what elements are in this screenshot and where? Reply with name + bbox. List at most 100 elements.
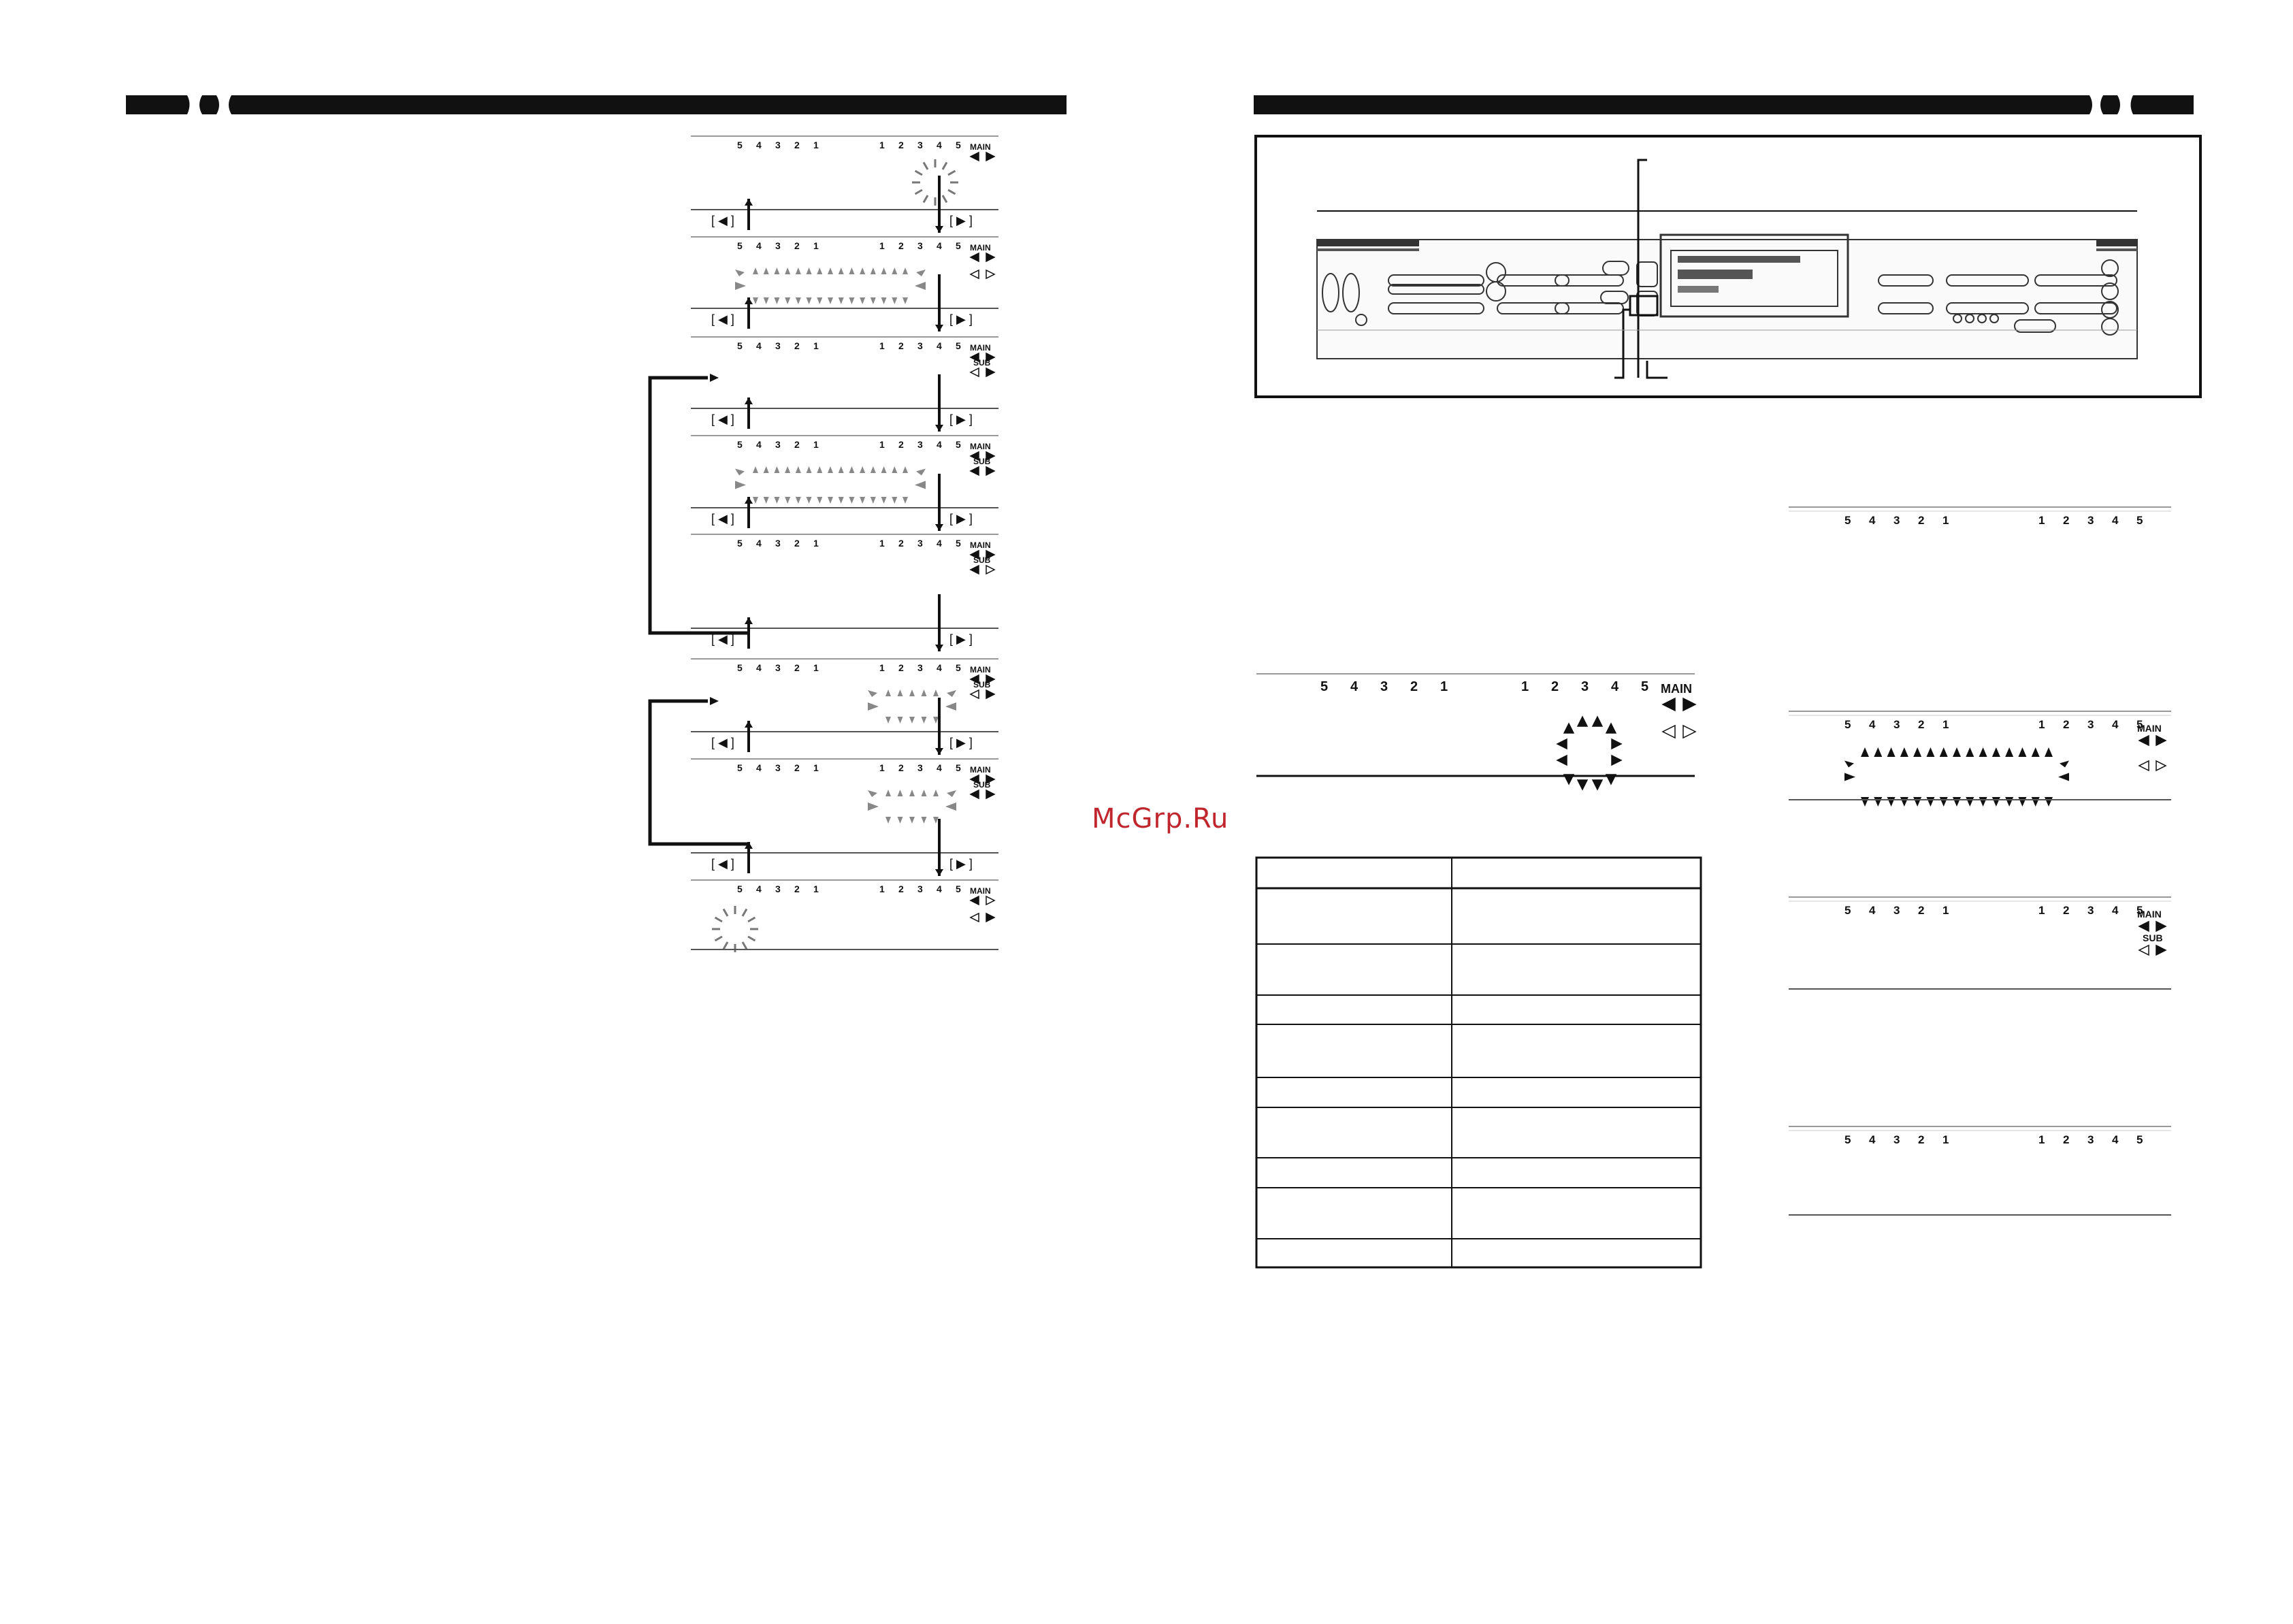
right-number: 4 xyxy=(1611,679,1619,694)
arrow-up-icon xyxy=(1563,722,1575,734)
flash-tick xyxy=(915,481,926,489)
right-number: 5 xyxy=(956,439,961,450)
flash-tick xyxy=(1979,797,1987,807)
flash-tick xyxy=(763,466,769,473)
flash-tick xyxy=(785,267,791,274)
flash-ray xyxy=(747,935,756,942)
left-number: 5 xyxy=(737,538,743,549)
flash-tick xyxy=(849,497,855,504)
arrow-right-icon xyxy=(986,689,996,700)
left-number: 2 xyxy=(1410,679,1418,694)
left-number: 5 xyxy=(737,439,743,450)
arrow-left-icon xyxy=(969,549,979,560)
left-header-bar xyxy=(126,95,1067,114)
arrow-right-icon xyxy=(986,549,996,560)
right-number: 5 xyxy=(956,240,961,251)
left-number: 4 xyxy=(756,240,762,251)
flash-tick xyxy=(795,267,801,274)
flash-ray xyxy=(722,908,729,917)
left-number: 2 xyxy=(794,439,800,450)
right-number: 3 xyxy=(2087,904,2094,917)
main-label: MAIN xyxy=(2137,909,2162,920)
left-number: 4 xyxy=(1869,718,1876,731)
flash-tick xyxy=(1979,747,1987,757)
flash-tick xyxy=(828,497,833,504)
flash-tick xyxy=(902,466,908,473)
flash-tick xyxy=(933,817,939,824)
sub-label: SUB xyxy=(973,680,991,689)
arrow-up-icon xyxy=(745,617,753,624)
flash-tick xyxy=(1887,797,1896,807)
flash-tick xyxy=(868,702,879,711)
right-number: 3 xyxy=(2087,514,2094,527)
flash-tick xyxy=(2018,797,2027,807)
main-label: MAIN xyxy=(970,343,991,353)
left-number: 1 xyxy=(813,662,819,673)
flash-ray xyxy=(722,941,729,950)
right-number: 4 xyxy=(2112,904,2119,917)
arrow-up-icon xyxy=(745,721,753,728)
flash-tick xyxy=(921,717,927,724)
arrow-down-icon xyxy=(935,425,943,432)
flash-tick xyxy=(870,497,876,504)
right-number: 1 xyxy=(2038,718,2045,731)
flash-tick xyxy=(892,497,898,504)
main-label: MAIN xyxy=(2137,723,2162,734)
arrow-left-icon xyxy=(969,674,979,685)
flash-tick xyxy=(2005,797,2014,807)
arrow-left-icon xyxy=(2138,920,2149,932)
left-number: 3 xyxy=(775,662,781,673)
arrow-left-icon xyxy=(969,689,979,700)
flash-tick xyxy=(849,466,855,473)
right-number: 3 xyxy=(917,762,923,773)
flash-tick xyxy=(806,466,812,473)
flash-tick xyxy=(774,267,780,274)
arrow-up-icon xyxy=(1591,715,1604,727)
flash-tick xyxy=(838,497,844,504)
flash-tick xyxy=(870,466,876,473)
arrow-left-icon xyxy=(969,774,979,785)
flash-tick xyxy=(1900,747,1908,757)
arrow-right-icon xyxy=(986,352,996,363)
flash-ray xyxy=(947,189,956,195)
flash-tick xyxy=(909,717,915,724)
sub-label: SUB xyxy=(973,780,991,790)
left-number: 1 xyxy=(813,140,819,150)
right-number: 1 xyxy=(2038,514,2045,527)
right-number: 4 xyxy=(937,140,942,150)
left-number: 5 xyxy=(1844,514,1851,527)
flash-tick xyxy=(1926,797,1935,807)
left-number: 3 xyxy=(775,140,781,150)
left-number: 3 xyxy=(775,762,781,773)
right-number: 1 xyxy=(2038,1133,2045,1146)
right-number: 3 xyxy=(917,240,923,251)
arrow-left-icon xyxy=(969,466,979,476)
right-number: 5 xyxy=(956,140,961,150)
right-button-label: [ ▶ ] xyxy=(949,632,973,646)
arrow-right-icon xyxy=(986,789,996,800)
right-number: 4 xyxy=(937,662,942,673)
flash-tick xyxy=(1861,747,1869,757)
right-number: 5 xyxy=(2136,514,2143,527)
flash-tick xyxy=(1939,747,1948,757)
arrow-right-icon xyxy=(2156,920,2167,932)
flash-tick xyxy=(806,497,812,504)
arrow-down-icon xyxy=(935,226,943,233)
arrow-left-icon xyxy=(969,451,979,461)
right-number: 1 xyxy=(879,883,885,894)
sub-label: SUB xyxy=(2143,932,2163,943)
sub-label: SUB xyxy=(973,457,991,466)
arrow-right-icon xyxy=(986,564,996,575)
right-number: 3 xyxy=(917,883,923,894)
flash-tick xyxy=(933,689,939,696)
left-number: 3 xyxy=(775,340,781,351)
right-number: 3 xyxy=(917,439,923,450)
flash-tick xyxy=(860,497,866,504)
flash-tick xyxy=(1844,760,1854,768)
left-number: 5 xyxy=(737,762,743,773)
flash-tick xyxy=(1926,747,1935,757)
